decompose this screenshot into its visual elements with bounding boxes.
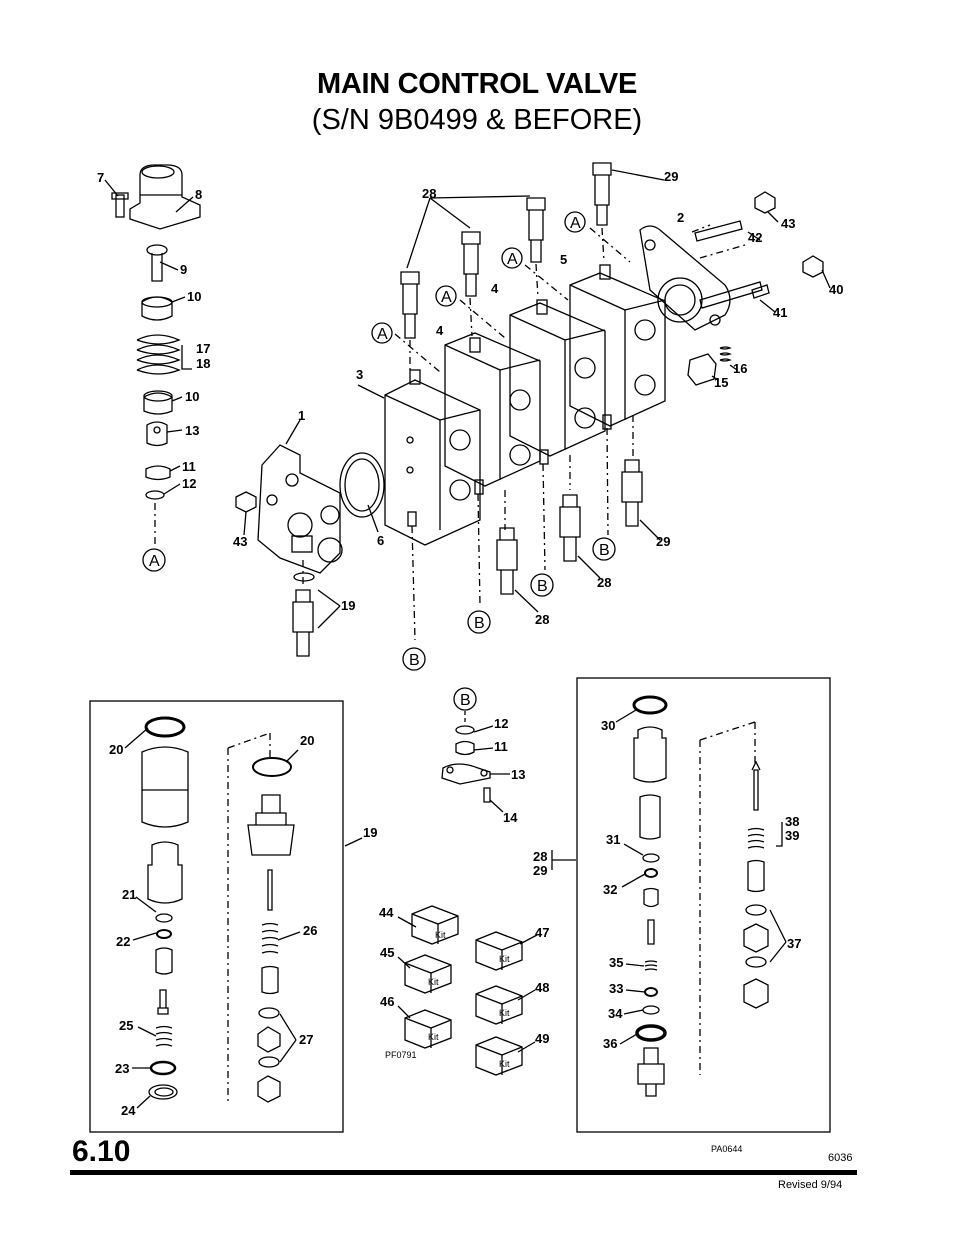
figure-code: PA0644	[711, 1144, 743, 1154]
callout-43-right: 43	[781, 216, 795, 231]
ref-b-3: B	[537, 578, 548, 595]
callout-41: 41	[773, 305, 787, 320]
callout-10: 10	[187, 289, 201, 304]
kit-label-47: Kit	[499, 954, 510, 964]
callout-39: 39	[785, 828, 799, 843]
callout-29-bottom: 29	[656, 534, 670, 549]
callout-1: 1	[298, 408, 305, 423]
ref-a-1: A	[377, 326, 388, 343]
callout-45: 45	[380, 945, 394, 960]
document-number: 6036	[828, 1152, 853, 1164]
ref-b-1: B	[409, 652, 420, 669]
callout-29-panel: 29	[533, 863, 547, 878]
callout-19-panel: 19	[363, 825, 377, 840]
callout-47: 47	[535, 925, 549, 940]
callout-28-panel: 28	[533, 849, 547, 864]
callout-17: 17	[196, 341, 210, 356]
callout-38: 38	[785, 814, 799, 829]
page-title: MAIN CONTROL VALVE	[316, 68, 638, 100]
callout-31: 31	[606, 832, 620, 847]
callout-12: 12	[182, 476, 196, 491]
callout-21: 21	[122, 887, 136, 902]
callout-20a: 20	[109, 742, 123, 757]
ref-a-4: A	[570, 215, 581, 232]
callout-5: 5	[560, 252, 567, 267]
ref-a-left: A	[149, 553, 160, 570]
callout-42: 42	[748, 230, 762, 245]
callout-27: 27	[299, 1032, 313, 1047]
callout-11-mid: 11	[494, 739, 508, 754]
callout-30: 30	[601, 718, 615, 733]
callout-8: 8	[195, 187, 202, 202]
callout-28-top: 28	[422, 186, 436, 201]
callout-20b: 20	[300, 733, 314, 748]
callout-24: 24	[121, 1103, 136, 1118]
panel-28-parts	[632, 695, 769, 1097]
callout-4b: 4	[436, 323, 444, 338]
ref-b-mid: B	[460, 692, 471, 709]
callout-44: 44	[379, 905, 394, 920]
kit-figure-code: PF0791	[385, 1050, 417, 1060]
callout-29-top: 29	[664, 169, 678, 184]
callout-48: 48	[535, 980, 549, 995]
callout-2: 2	[677, 210, 684, 225]
callout-3: 3	[356, 367, 363, 382]
callout-28-b2: 28	[535, 612, 549, 627]
page-number: 6.10	[72, 1135, 131, 1168]
callout-16: 16	[733, 361, 747, 376]
kit-boxes	[404, 905, 523, 1076]
callout-7: 7	[97, 170, 104, 185]
kit-label-44: Kit	[435, 930, 446, 940]
relief-valve-cap-assembly	[111, 164, 201, 572]
callout-43-left: 43	[233, 534, 247, 549]
kit-label-45: Kit	[428, 977, 439, 987]
callout-22: 22	[116, 934, 130, 949]
callout-49: 49	[535, 1031, 549, 1046]
kit-label-49: Kit	[499, 1059, 510, 1069]
callout-46: 46	[380, 994, 394, 1009]
callout-15: 15	[714, 375, 728, 390]
callout-36: 36	[603, 1036, 617, 1051]
panel-19-parts	[141, 716, 295, 1103]
callout-13-mid: 13	[511, 767, 525, 782]
ref-a-2: A	[441, 289, 452, 306]
kit-label-46: Kit	[428, 1032, 439, 1042]
callout-10b: 10	[185, 389, 199, 404]
panel-19-box	[89, 700, 344, 1133]
revision-date: Revised 9/94	[778, 1179, 843, 1191]
top-cartridges	[400, 162, 612, 339]
callout-9: 9	[180, 262, 187, 277]
callout-40: 40	[829, 282, 843, 297]
callout-19: 19	[341, 598, 355, 613]
bottom-cartridges	[292, 459, 643, 657]
callout-35: 35	[609, 955, 623, 970]
panel-28-box	[576, 677, 831, 1133]
callout-6: 6	[377, 533, 384, 548]
callout-18: 18	[196, 356, 210, 371]
ref-b-2: B	[474, 615, 485, 632]
ref-a-3: A	[507, 251, 518, 268]
callout-32: 32	[603, 882, 617, 897]
callout-34: 34	[608, 1006, 623, 1021]
callout-25: 25	[119, 1018, 133, 1033]
callout-12-mid: 12	[494, 716, 508, 731]
callout-37: 37	[787, 936, 801, 951]
callout-28-b1: 28	[597, 575, 611, 590]
callout-14: 14	[503, 810, 518, 825]
callout-11: 11	[182, 459, 196, 474]
kit-label-48: Kit	[499, 1008, 510, 1018]
footer-rule	[70, 1170, 857, 1175]
page-subtitle: (S/N 9B0499 & BEFORE)	[311, 104, 643, 136]
callout-13: 13	[185, 423, 199, 438]
ref-b-4: B	[599, 542, 610, 559]
callout-23: 23	[115, 1061, 129, 1076]
callout-4a: 4	[491, 281, 499, 296]
callout-33: 33	[609, 981, 623, 996]
callout-26: 26	[303, 923, 317, 938]
valve-sections	[257, 225, 731, 574]
